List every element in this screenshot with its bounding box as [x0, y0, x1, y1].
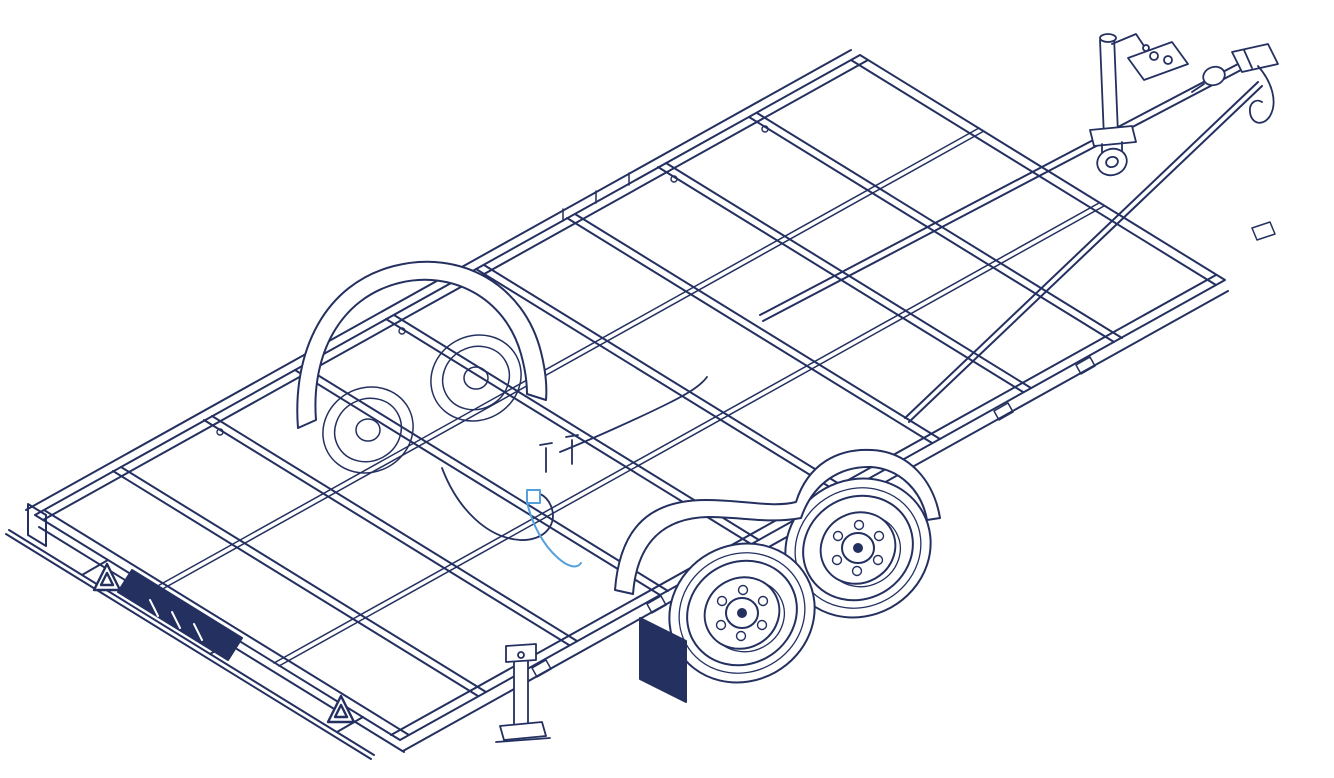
connector-marker: [526, 489, 541, 504]
jack-base-line: [495, 737, 551, 743]
plate-marks: [149, 599, 203, 641]
stake-pocket-tabs: [531, 356, 1096, 678]
warning-triangle-left: [92, 562, 122, 592]
warning-triangle-right: [326, 694, 356, 724]
jockey-wheel: [1096, 147, 1128, 177]
wheel-rear-near: [668, 542, 816, 684]
wheel-front-near: [784, 477, 932, 619]
lug-holes: [715, 584, 769, 642]
highlighted-cable: [526, 501, 582, 568]
side-tab: [1251, 221, 1276, 241]
drawbar-hardware: [1089, 33, 1279, 177]
coupler: [1231, 43, 1279, 73]
plate-bolt: [1149, 51, 1159, 61]
hub-dot: [737, 608, 747, 618]
jack-collar: [505, 643, 537, 663]
post-cap: [1099, 33, 1117, 43]
wiring: [441, 376, 708, 568]
longitudinal-stringers: [153, 127, 1105, 667]
winch-strap: [1191, 83, 1205, 93]
lug-holes: [831, 519, 885, 577]
jack-pin: [517, 651, 525, 659]
near-tandem-wheels: [668, 477, 932, 684]
cable-ties: [539, 434, 579, 473]
winch-post: [1099, 35, 1119, 139]
wheel-front-far: [430, 334, 522, 422]
coupler-latch: [1243, 49, 1253, 69]
wheel-rear-far: [322, 386, 414, 474]
drawing-root: [5, 33, 1279, 760]
identification-plate: [117, 569, 243, 661]
rail-stubs: [562, 172, 630, 222]
mud-flap: [639, 617, 687, 703]
rear-markings: [92, 562, 356, 724]
safety-handle: [1249, 65, 1275, 124]
jockey-hub: [1105, 155, 1119, 169]
far-fender: [296, 260, 548, 429]
support-jack: [495, 643, 551, 743]
brake-cable-right: [559, 376, 708, 453]
brake-cable-left: [441, 467, 554, 541]
corner-post: [27, 503, 47, 547]
drawbar-diagonal-members: [759, 63, 1263, 423]
plate-bolt: [1163, 55, 1173, 65]
hub-dot: [853, 543, 863, 553]
winch-drum: [1202, 65, 1226, 87]
rear-bumper: [5, 529, 375, 760]
jack-foot: [499, 721, 547, 741]
far-tandem-wheels: [322, 334, 522, 474]
winch-plate: [1127, 41, 1189, 81]
crank-handle: [1111, 33, 1145, 47]
near-fender: [614, 448, 941, 595]
bumper-bars: [5, 529, 375, 760]
post-base: [1089, 125, 1137, 147]
